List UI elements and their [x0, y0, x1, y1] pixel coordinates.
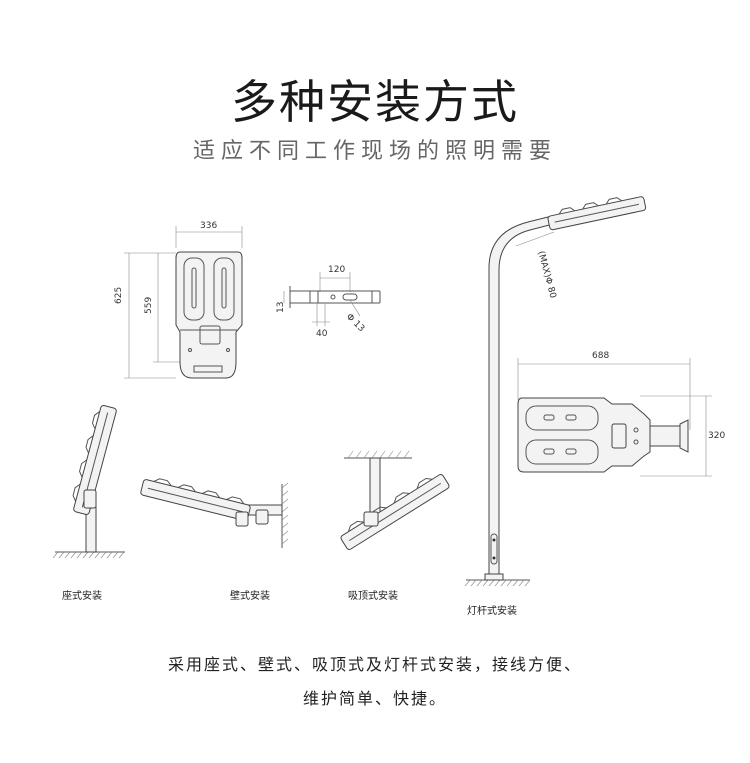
caption-wall-mount: 壁式安装 — [230, 591, 270, 602]
dim-pole-lamp-length: 688 — [592, 351, 610, 361]
caption-seat-mount: 座式安装 — [62, 591, 102, 602]
description-line-1: 采用座式、壁式、吸顶式及灯杆式安装，接线方便、 — [167, 655, 582, 674]
wall-mount-drawing — [140, 478, 289, 548]
description-line-2: 维护简单、快捷。 — [302, 689, 447, 708]
ceiling-mount-drawing — [340, 450, 450, 550]
dim-front-height-total: 625 — [114, 286, 124, 304]
dim-pole-lamp-width: 320 — [708, 431, 726, 441]
front-view-drawing — [124, 226, 243, 379]
page-title: 多种安装方式 — [231, 75, 519, 129]
dim-front-width: 336 — [200, 221, 218, 231]
page-subtitle: 适应不同工作现场的照明需要 — [192, 139, 557, 164]
seat-mount-drawing — [52, 404, 125, 559]
top-view-drawing — [517, 358, 712, 477]
caption-pole-mount: 灯杆式安装 — [467, 606, 517, 617]
pole-mount-drawing — [464, 196, 647, 587]
bracket-drawing — [283, 272, 381, 326]
dim-bracket-offset: 40 — [316, 329, 328, 339]
caption-ceiling-mount: 吸顶式安装 — [348, 591, 398, 602]
dim-bracket-thickness: 13 — [276, 301, 286, 313]
dim-front-height-body: 559 — [144, 296, 154, 314]
dim-bracket-width: 120 — [328, 265, 346, 275]
